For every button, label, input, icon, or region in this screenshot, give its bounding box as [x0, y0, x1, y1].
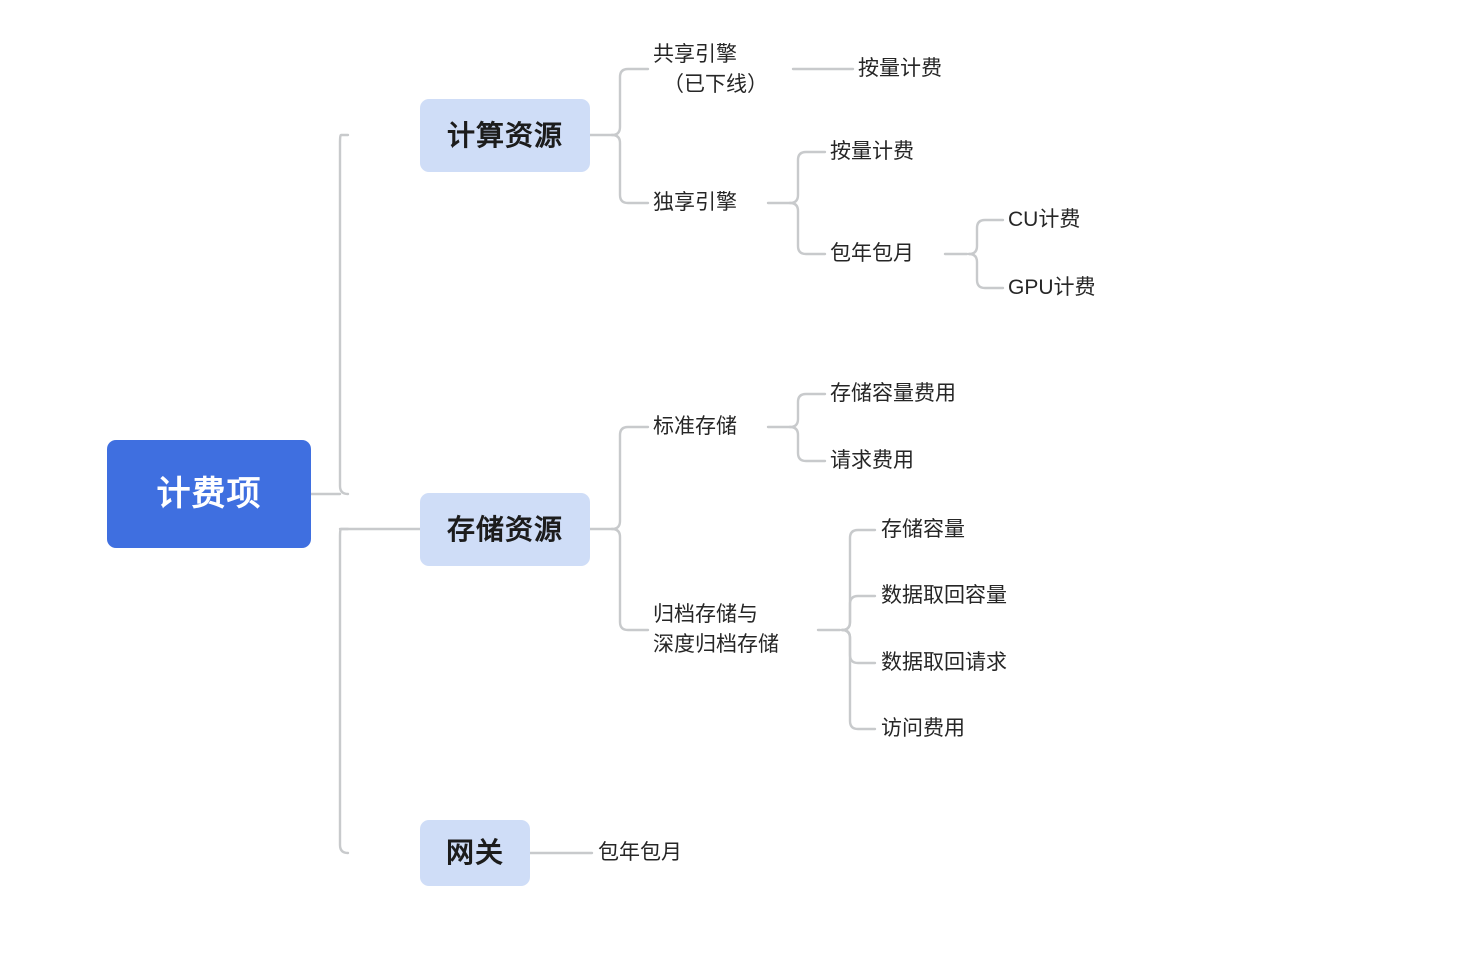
node-dedicated-engine[interactable]: 独享引擎: [653, 190, 737, 214]
node-archive-retrieval-capacity[interactable]: 数据取回容量: [881, 583, 1007, 607]
branch-node-storage[interactable]: 存储资源: [420, 493, 590, 566]
wire-dedicated-to-metered: [788, 150, 827, 205]
wire-storage-to-archive: [610, 527, 650, 632]
node-gateway-subscription[interactable]: 包年包月: [598, 840, 682, 864]
node-gpu-billing[interactable]: GPU计费: [1008, 275, 1096, 299]
node-standard-request-fee[interactable]: 请求费用: [830, 448, 914, 472]
wire-subscription-to-gpu: [967, 252, 1005, 290]
wire-archive-to-access: [840, 628, 877, 731]
wire-archive-to-capacity: [840, 528, 877, 632]
node-archive-storage[interactable]: 归档存储与 深度归档存储: [653, 598, 828, 662]
node-shared-engine-line1: 共享引擎: [653, 42, 737, 66]
wire-subscription-to-cu: [967, 218, 1005, 256]
wire-dedicated-to-subscription: [788, 201, 827, 256]
node-shared-engine-metered-billing[interactable]: 按量计费: [858, 56, 942, 80]
wire-root-to-gateway: [338, 527, 350, 855]
node-archive-retrieval-request[interactable]: 数据取回请求: [881, 650, 1007, 674]
node-archive-storage-line1: 归档存储与: [653, 602, 758, 626]
branch-node-compute[interactable]: 计算资源: [420, 99, 590, 172]
node-shared-engine-line2: （已下线）: [663, 73, 768, 96]
node-standard-capacity-fee[interactable]: 存储容量费用: [830, 381, 956, 405]
wire-archive-to-retrieval-capacity: [840, 594, 877, 632]
wire-standard-to-request: [788, 425, 827, 463]
node-archive-access-fee[interactable]: 访问费用: [881, 716, 965, 740]
node-cu-billing[interactable]: CU计费: [1008, 207, 1081, 231]
wire-compute-to-dedicated: [610, 133, 650, 205]
branch-node-gateway[interactable]: 网关: [420, 820, 530, 886]
wire-root-to-compute: [338, 133, 350, 496]
node-dedicated-subscription[interactable]: 包年包月: [830, 241, 914, 265]
node-archive-storage-line2: 深度归档存储: [653, 633, 779, 656]
node-dedicated-metered-billing[interactable]: 按量计费: [830, 139, 914, 163]
wire-standard-to-capacity: [788, 392, 827, 429]
node-shared-engine[interactable]: 共享引擎 （已下线）: [653, 38, 803, 102]
wire-storage-to-standard: [610, 425, 650, 531]
root-node[interactable]: 计费项: [107, 440, 311, 548]
wire-compute-to-shared: [610, 67, 650, 137]
node-archive-capacity[interactable]: 存储容量: [881, 517, 965, 541]
node-standard-storage[interactable]: 标准存储: [653, 414, 737, 438]
wire-archive-to-retrieval-request: [840, 628, 877, 665]
